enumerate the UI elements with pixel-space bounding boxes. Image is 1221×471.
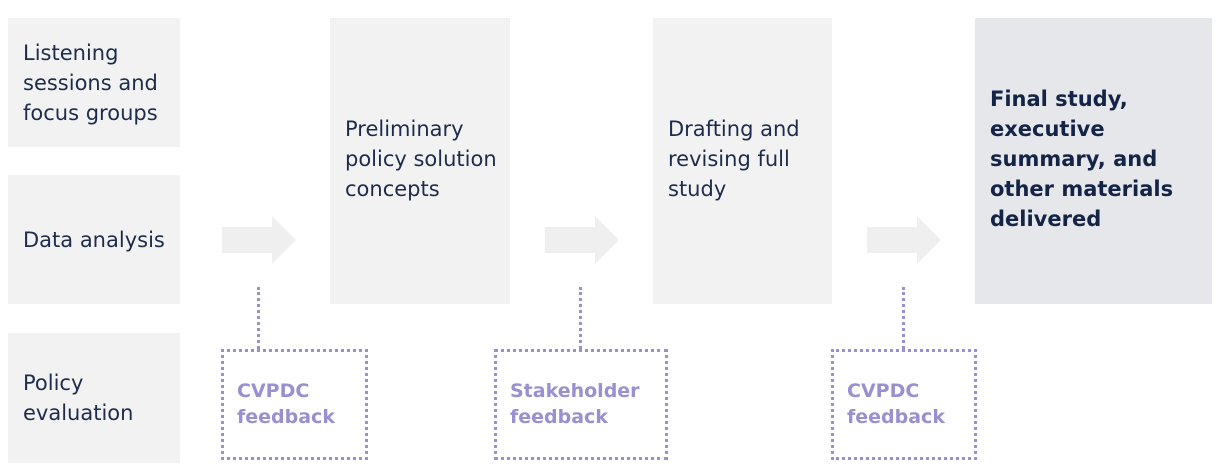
stage-label: Drafting and revising full study: [668, 117, 800, 201]
stage-box-drafting: Drafting and revising full study: [653, 18, 832, 304]
feedback-label: Stakeholder feedback: [510, 380, 640, 428]
feedback-connector: [257, 287, 260, 349]
input-label: Policy evaluation: [23, 371, 134, 425]
input-box-policy-evaluation: Policy evaluation: [8, 333, 180, 463]
arrow-right-icon: [222, 216, 296, 264]
stage-label: Preliminary policy solution concepts: [345, 117, 497, 201]
final-stage-label: Final study, executive summary, and othe…: [990, 87, 1174, 231]
feedback-label: CVPDC feedback: [847, 380, 945, 428]
feedback-connector: [579, 287, 582, 349]
stage-box-final-delivery: Final study, executive summary, and othe…: [975, 18, 1212, 304]
input-label: Data analysis: [23, 227, 165, 252]
feedback-box-cvpdc: CVPDC feedback: [831, 349, 977, 460]
arrow-right-icon: [867, 216, 941, 264]
feedback-box-cvpdc: CVPDC feedback: [221, 349, 368, 460]
feedback-connector: [902, 287, 905, 349]
input-box-listening-sessions: Listening sessions and focus groups: [8, 18, 180, 147]
feedback-box-stakeholder: Stakeholder feedback: [494, 349, 668, 460]
input-box-data-analysis: Data analysis: [8, 175, 180, 304]
stage-box-preliminary-concepts: Preliminary policy solution concepts: [330, 18, 510, 304]
feedback-label: CVPDC feedback: [237, 380, 335, 428]
input-label: Listening sessions and focus groups: [23, 40, 158, 125]
arrow-right-icon: [545, 216, 619, 264]
